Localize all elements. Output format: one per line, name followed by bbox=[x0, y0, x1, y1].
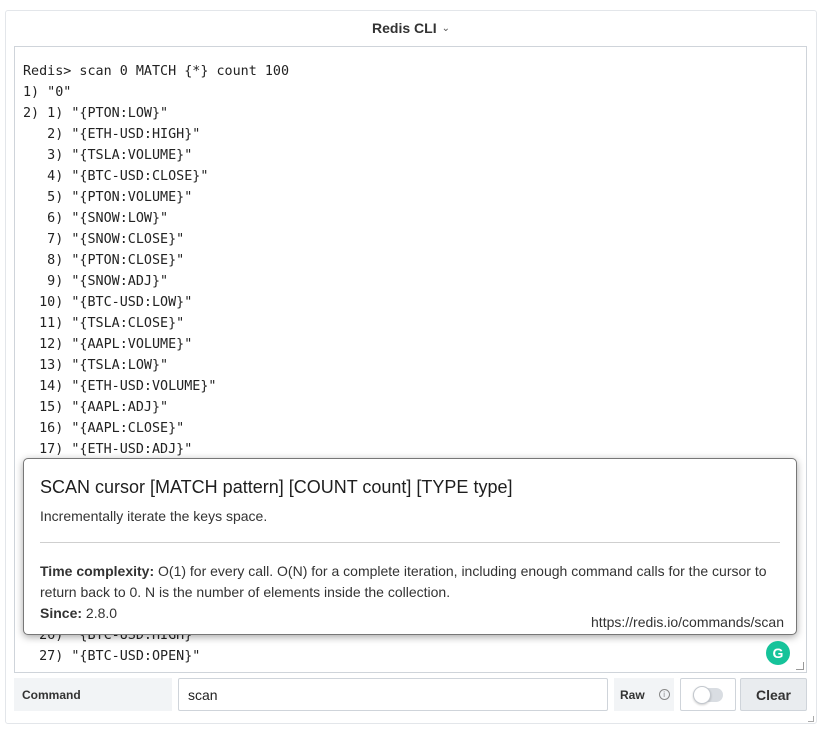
command-help-tooltip: SCAN cursor [MATCH pattern] [COUNT count… bbox=[23, 458, 797, 635]
tooltip-title: SCAN cursor [MATCH pattern] [COUNT count… bbox=[40, 477, 513, 497]
grammarly-icon[interactable]: G bbox=[766, 641, 790, 665]
tooltip-docs-link[interactable]: https://redis.io/commands/scan bbox=[591, 614, 784, 630]
output-line: 14) "{ETH-USD:VOLUME}" bbox=[23, 379, 217, 394]
output-line: Redis> scan 0 MATCH {*} count 100 bbox=[23, 64, 290, 79]
toggle-knob[interactable] bbox=[693, 685, 711, 704]
command-input[interactable] bbox=[178, 678, 608, 711]
terminal-resize-handle[interactable] bbox=[796, 662, 804, 670]
command-bar: Command Raw i Clear bbox=[14, 678, 807, 711]
output-line: 7) "{SNOW:CLOSE}" bbox=[23, 232, 185, 247]
tooltip-since: Since: 2.8.0 bbox=[40, 603, 780, 624]
output-line: 5) "{PTON:VOLUME}" bbox=[23, 190, 193, 205]
since-value: 2.8.0 bbox=[85, 605, 118, 621]
output-line: 2) 1) "{PTON:LOW}" bbox=[23, 106, 169, 121]
output-line: 15) "{AAPL:ADJ}" bbox=[23, 400, 169, 415]
complexity-label: Time complexity: bbox=[40, 563, 155, 579]
panel-title: Redis CLI bbox=[372, 20, 437, 36]
info-icon[interactable]: i bbox=[658, 689, 670, 700]
output-lines: Redis> scan 0 MATCH {*} count 100 1) "0" 2… bbox=[23, 61, 289, 460]
since-label: Since: bbox=[40, 605, 83, 621]
output-line: 4) "{BTC-USD:CLOSE}" bbox=[23, 169, 209, 184]
output-line: 27) "{BTC-USD:OPEN}" bbox=[23, 649, 201, 664]
output-line: 2) "{ETH-USD:HIGH}" bbox=[23, 127, 201, 142]
raw-mode-toggle[interactable] bbox=[680, 678, 736, 711]
clear-button[interactable]: Clear bbox=[740, 678, 807, 711]
output-line: 10) "{BTC-USD:LOW}" bbox=[23, 295, 193, 310]
toggle-track[interactable] bbox=[693, 685, 723, 704]
output-line: 9) "{SNOW:ADJ}" bbox=[23, 274, 169, 289]
panel-resize-handle[interactable] bbox=[808, 716, 814, 722]
complexity-text: O(1) for every call. O(N) for a complete… bbox=[40, 563, 767, 600]
output-line: 16) "{AAPL:CLOSE}" bbox=[23, 421, 185, 436]
output-line: 8) "{PTON:CLOSE}" bbox=[23, 253, 185, 268]
tooltip-divider bbox=[40, 542, 780, 543]
grammarly-glyph: G bbox=[772, 645, 784, 661]
output-line: 17) "{ETH-USD:ADJ}" bbox=[23, 442, 193, 457]
panel-header[interactable]: Redis CLI ⌄ bbox=[6, 11, 816, 45]
output-line: 3) "{TSLA:VOLUME}" bbox=[23, 148, 193, 163]
output-line: 1) "0" bbox=[23, 85, 72, 100]
command-label: Command bbox=[14, 678, 172, 711]
output-line: 13) "{TSLA:LOW}" bbox=[23, 358, 169, 373]
raw-mode-label-box: Raw i bbox=[614, 678, 674, 711]
tooltip-description: Incrementally iterate the keys space. bbox=[40, 508, 268, 524]
raw-label: Raw bbox=[620, 687, 645, 702]
tooltip-complexity: Time complexity: O(1) for every call. O(… bbox=[40, 561, 780, 603]
output-line: 11) "{TSLA:CLOSE}" bbox=[23, 316, 185, 331]
output-line: 6) "{SNOW:LOW}" bbox=[23, 211, 169, 226]
output-line: 12) "{AAPL:VOLUME}" bbox=[23, 337, 193, 352]
chevron-down-icon[interactable]: ⌄ bbox=[441, 22, 450, 34]
